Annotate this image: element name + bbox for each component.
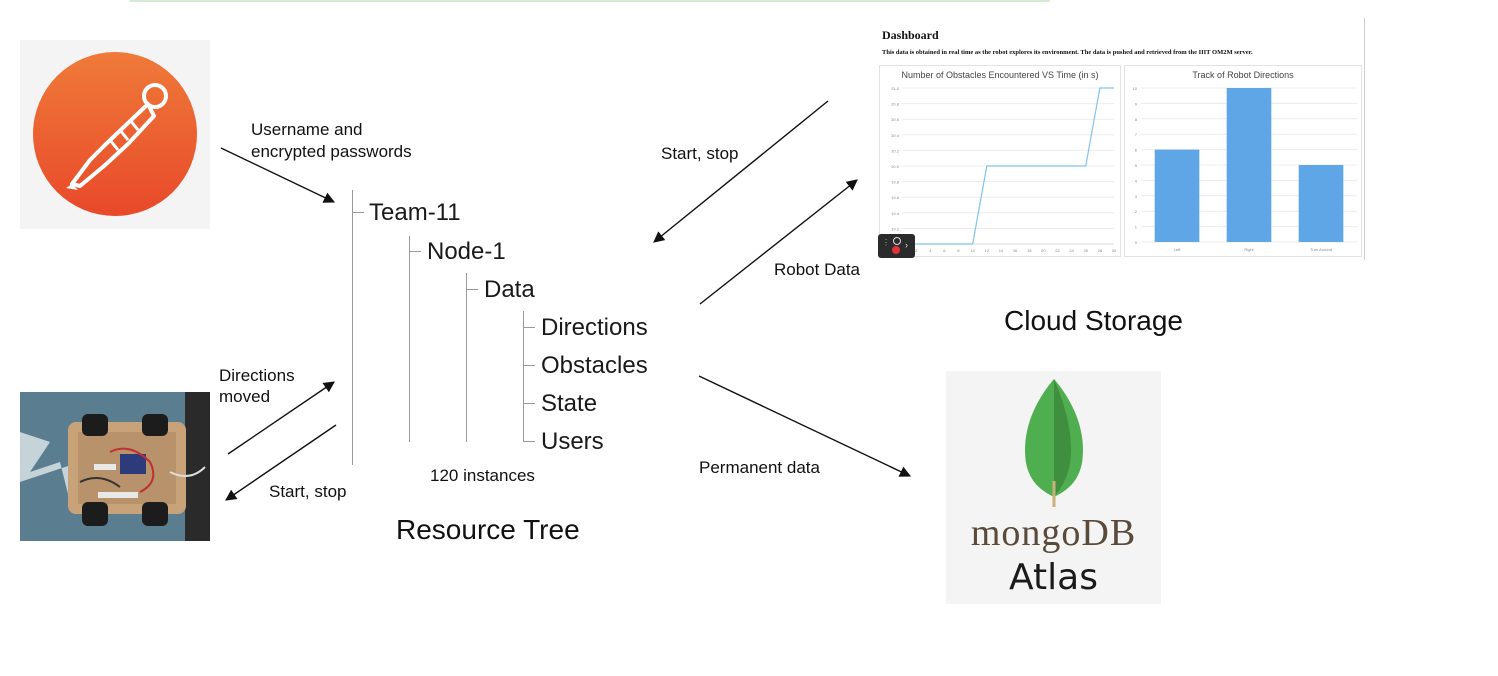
bar-chart-ytick: 7: [1135, 132, 1138, 137]
line-chart-xtick: 28: [1098, 248, 1103, 253]
line-chart-ytick: 19.8: [891, 180, 900, 185]
bar-chart-bar: [1226, 88, 1272, 242]
mongodb-leaf-icon: [1025, 379, 1083, 507]
dashboard-title: Dashboard: [882, 28, 939, 42]
line-chart-ytick: 20.4: [891, 133, 900, 138]
bar-chart-bar: [1154, 149, 1200, 242]
bar-chart-title: Track of Robot Directions: [1192, 70, 1294, 80]
label-start-stop-cloud: Start, stop: [661, 144, 739, 163]
tree-node-obstacles: Obstacles: [541, 352, 648, 379]
tree-line-root: [352, 190, 353, 465]
drag-handle-icon[interactable]: ⋮: [882, 238, 890, 247]
line-chart-xtick: 2: [915, 248, 918, 253]
line-chart-xtick: 10: [970, 248, 975, 253]
line-chart-ytick: 21.0: [891, 86, 900, 91]
bar-chart-ytick: 3: [1135, 194, 1138, 199]
label-start-stop-robot: Start, stop: [269, 482, 347, 501]
tree-line-children: [523, 311, 524, 442]
line-chart-ytick: 19.2: [891, 226, 900, 231]
bar-chart-bar: [1298, 165, 1344, 242]
bar-chart-ytick: 6: [1135, 148, 1138, 153]
tree-node-users: Users: [541, 428, 604, 455]
cloud-dashboard: Dashboard This data is obtained in real …: [874, 18, 1365, 260]
line-chart-ytick: 20.2: [891, 148, 900, 153]
tree-line-node: [409, 236, 410, 442]
postman-logo: [20, 40, 210, 229]
bar-chart-xtick: Right: [1244, 247, 1254, 252]
bar-chart-xtick: Left: [1174, 247, 1182, 252]
label-robot-data: Robot Data: [774, 260, 860, 279]
bar-chart-ytick: 4: [1135, 178, 1138, 183]
line-chart-xtick: 24: [1069, 248, 1074, 253]
line-chart-xtick: 26: [1084, 248, 1089, 253]
mongodb-atlas-logo: mongoDB Atlas: [946, 371, 1161, 604]
record-icon[interactable]: [892, 246, 900, 254]
tree-node-team: Team-11: [369, 199, 461, 226]
line-chart-xtick: 12: [985, 248, 990, 253]
bar-chart-ytick: 10: [1133, 86, 1138, 91]
bar-chart-ytick: 1: [1135, 225, 1138, 230]
label-directions-line1: Directions: [219, 366, 295, 385]
postman-icon: [33, 52, 197, 216]
robot-car-image: [20, 392, 210, 541]
line-chart-xtick: 6: [943, 248, 946, 253]
chevron-right-icon[interactable]: ›: [905, 240, 908, 250]
line-chart-series: [902, 87, 1114, 245]
label-username-line2: encrypted passwords: [251, 142, 412, 161]
tree-line-data: [466, 273, 467, 442]
label-username-line1: Username and: [251, 120, 363, 139]
line-chart-xtick: 14: [999, 248, 1004, 253]
tree-node-node1: Node-1: [427, 238, 506, 265]
top-divider-line: [130, 0, 1050, 2]
line-chart-xtick: 18: [1027, 248, 1032, 253]
line-chart-ytick: 19.4: [891, 211, 900, 216]
dashboard-description: This data is obtained in real time as th…: [882, 49, 1253, 56]
line-chart-ytick: 20.8: [891, 102, 900, 107]
arrow-cloud-to-tree: [653, 100, 829, 243]
line-chart-xtick: 30: [1112, 248, 1117, 253]
label-permanent-data: Permanent data: [699, 458, 820, 477]
tree-node-data: Data: [484, 276, 535, 303]
recording-widget[interactable]: ⋮ ›: [878, 234, 915, 258]
tree-node-state: State: [541, 390, 598, 417]
bar-chart-ytick: 5: [1135, 163, 1138, 168]
bar-chart-ytick: 2: [1135, 209, 1138, 214]
bar-chart-ytick: 0: [1135, 240, 1138, 245]
line-chart-card: Number of Obstacles Encountered VS Time …: [879, 65, 1121, 257]
resource-tree-caption: Resource Tree: [396, 514, 580, 545]
mongodb-wordmark: mongoDB: [970, 512, 1137, 554]
line-chart-ytick: 19.6: [891, 195, 900, 200]
bar-chart-xtick: Turn Around: [1310, 247, 1332, 252]
cloud-storage-caption: Cloud Storage: [1004, 305, 1184, 336]
bar-chart-ytick: 8: [1135, 117, 1138, 122]
pause-icon[interactable]: [893, 237, 901, 245]
arrow-tree-to-cloud: [699, 179, 858, 305]
tree-instances: 120 instances: [430, 466, 535, 485]
line-chart: 19.2 19.4 19.6 19.8 20.0 20.2 20.4 20.6 20.8 21.0…: [891, 86, 1117, 253]
line-chart-ytick: 20.6: [891, 117, 900, 122]
line-chart-xtick: 4: [929, 248, 932, 253]
atlas-wordmark: Atlas: [1009, 557, 1098, 598]
line-chart-xtick: 22: [1055, 248, 1060, 253]
line-chart-xtick: 16: [1013, 248, 1018, 253]
label-directions-line2: moved: [219, 387, 271, 406]
line-chart-xtick: 20: [1041, 248, 1046, 253]
line-chart-title: Number of Obstacles Encountered VS Time …: [901, 70, 1099, 80]
bar-chart-ytick: 9: [1135, 101, 1138, 106]
line-chart-ytick: 20.0: [891, 164, 900, 169]
tree-node-directions: Directions: [541, 314, 648, 341]
line-chart-xtick: 8: [957, 248, 960, 253]
robot-photo: [20, 392, 210, 541]
